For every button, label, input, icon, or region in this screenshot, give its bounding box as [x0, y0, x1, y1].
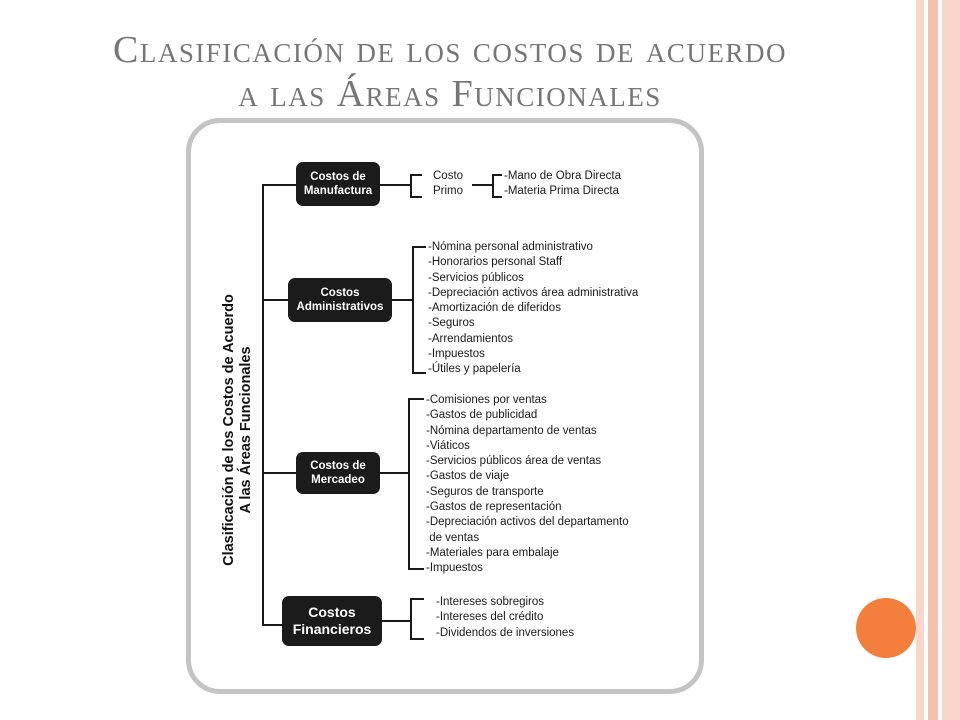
list-item: -Útiles y papelería — [428, 363, 521, 376]
category-label: Manufactura — [303, 185, 373, 197]
bracket-line — [410, 174, 422, 176]
category-label: Costos de — [310, 460, 366, 472]
list-item: -Impuestos — [428, 348, 485, 361]
bracket-line — [410, 598, 424, 600]
diagram-frame — [186, 118, 704, 694]
list-item: -Depreciación activos del departamento — [426, 516, 629, 529]
category-box-mercadeo: Costos de Mercadeo — [296, 452, 380, 494]
sub-label: Costo — [433, 170, 464, 182]
list-item: -Servicios públicos área de ventas — [426, 455, 602, 468]
list-item: -Seguros de transporte — [426, 485, 544, 498]
list-item: de ventas — [426, 531, 480, 544]
decor-stripe — [938, 0, 942, 720]
list-item: -Intereses sobregiros — [436, 596, 545, 608]
items-list-financieros: -Intereses sobregiros -Intereses del créd… — [436, 595, 574, 641]
list-item: -Materiales para embalaje — [426, 546, 559, 559]
list-item: -Arrendamientos — [428, 332, 514, 345]
category-box-administrativos: Costos Administrativos — [288, 278, 392, 322]
items-list-administrativos: -Nómina personal administrativo -Honorari… — [428, 240, 638, 378]
bracket-line — [412, 246, 414, 374]
connector-line — [392, 299, 412, 301]
bracket-line — [410, 174, 412, 198]
list-item: -Depreciación activos área administrativ… — [428, 286, 639, 299]
list-item: -Amortización de diferidos — [428, 302, 561, 315]
bracket-line — [410, 598, 412, 640]
connector-line — [380, 184, 410, 186]
slide-title-line1: Clasificación de los costos de acuerdo — [113, 29, 787, 71]
category-label: Administrativos — [296, 301, 384, 313]
category-label: Costos de — [310, 171, 366, 183]
category-label: Costos — [308, 604, 356, 620]
list-item: -Viáticos — [426, 439, 470, 452]
category-label: Financieros — [292, 621, 372, 637]
list-item: -Seguros — [428, 317, 475, 330]
bracket-line — [492, 174, 502, 176]
branch-line-administrativos — [262, 299, 288, 301]
decor-stripe — [924, 0, 928, 720]
branch-line-manufactura — [262, 184, 296, 186]
costo-primo-label: Costo Primo — [433, 169, 463, 200]
list-item: -Intereses del crédito — [436, 611, 544, 624]
orange-circle-icon — [856, 598, 916, 658]
bracket-line — [408, 568, 424, 570]
decor-stripe — [916, 0, 924, 720]
bracket-line — [492, 196, 502, 198]
list-item: -Servicios públicos — [428, 271, 524, 284]
branch-line-financieros — [262, 624, 282, 626]
list-item: -Materia Prima Directa — [504, 185, 620, 198]
list-item: -Comisiones por ventas — [426, 394, 547, 406]
slide-title: Clasificación de los costos de acuerdo a… — [40, 28, 860, 116]
branch-line-mercadeo — [262, 472, 296, 474]
items-list-manufactura: -Mano de Obra Directa -Materia Prima Dire… — [504, 169, 621, 200]
list-item: -Gastos de publicidad — [426, 409, 538, 422]
category-label: Mercadeo — [311, 474, 365, 486]
connector-line — [382, 620, 410, 622]
decor-stripe — [942, 0, 960, 720]
category-box-financieros: Costos Financieros — [282, 596, 382, 646]
list-item: -Nómina departamento de ventas — [426, 424, 597, 437]
category-label: Costos — [320, 287, 360, 299]
slide-title-line2: a las Áreas Funcionales — [238, 73, 662, 115]
list-item: -Mano de Obra Directa — [504, 170, 621, 182]
category-box-manufactura: Costos de Manufactura — [296, 162, 380, 206]
connector-line — [380, 472, 408, 474]
connector-line — [472, 184, 492, 186]
bracket-line — [408, 398, 410, 570]
list-item: -Honorarios personal Staff — [428, 256, 563, 269]
decor-stripe — [928, 0, 938, 720]
bracket-line — [410, 196, 422, 198]
list-item: -Dividendos de inversiones — [436, 626, 575, 639]
root-label-line2: A las Áreas Funcionales — [238, 346, 254, 514]
items-list-mercadeo: -Comisiones por ventas -Gastos de publici… — [426, 393, 629, 577]
bracket-line — [408, 398, 424, 400]
bracket-line — [412, 372, 426, 374]
bracket-line — [412, 246, 426, 248]
bracket-line — [410, 638, 424, 640]
list-item: -Gastos de viaje — [426, 470, 510, 483]
list-item: -Nómina personal administrativo — [428, 241, 593, 253]
trunk-line — [262, 184, 264, 626]
bracket-line — [492, 174, 494, 198]
list-item: -Gastos de representación — [426, 501, 562, 514]
sub-label: Primo — [433, 185, 464, 198]
root-label-line1: Clasificación de los Costos de Acuerdo — [221, 294, 237, 566]
list-item: -Impuestos — [426, 562, 483, 575]
